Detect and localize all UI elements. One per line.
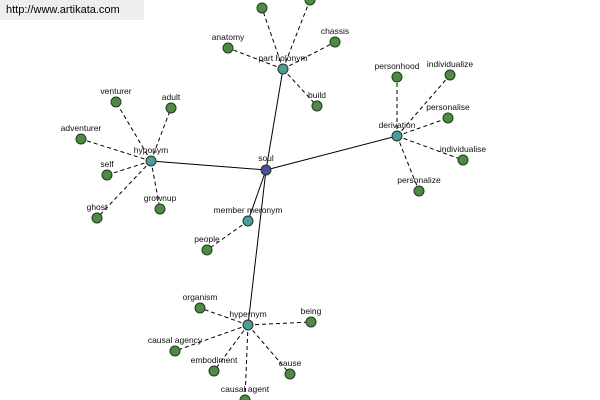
relation-label-derivation: derivation	[379, 120, 416, 130]
leaf-label-embodiment: embodiment	[191, 355, 238, 365]
leaf-label-cause: cause	[279, 358, 302, 368]
label-layer: anatomy chassis build part holonym personhoo…	[61, 26, 487, 394]
edge-part-holonym-unlabeled	[282, 0, 311, 70]
leaf-node-adventurer[interactable]	[75, 133, 87, 145]
leaf-node-personhood[interactable]	[391, 71, 403, 83]
leaf-label-personalise: personalise	[426, 102, 470, 112]
leaf-node-grownup[interactable]	[154, 203, 166, 215]
leaf-node-embodiment[interactable]	[208, 365, 220, 377]
edge-hyponym-ghost	[96, 160, 152, 219]
relation-node-member-meronym[interactable]	[242, 215, 254, 227]
leaf-label-organism: organism	[183, 292, 218, 302]
edge-hypernym-embodiment	[213, 324, 249, 372]
edge-member-meronym-people	[206, 220, 249, 251]
leaf-label-grownup: grownup	[144, 193, 177, 203]
site-url-label[interactable]: http://www.artikata.com	[0, 0, 144, 20]
leaf-label-anatomy: anatomy	[212, 32, 245, 42]
leaf-node-people[interactable]	[201, 244, 213, 256]
edge-hyponym-venturer	[115, 101, 152, 162]
leaf-label-causal-agency: causal agency	[148, 335, 203, 345]
leaf-label-individualize: individualize	[427, 59, 474, 69]
leaf-label-build: build	[308, 90, 326, 100]
leaf-node-being[interactable]	[305, 316, 317, 328]
leaf-label-self: self	[100, 159, 114, 169]
edge-part-holonym-build	[282, 68, 318, 107]
relation-node-derivation[interactable]	[391, 130, 403, 142]
relation-node-hyponym[interactable]	[145, 155, 157, 167]
leaf-label-individualise: individualise	[440, 144, 487, 154]
leaf-label-causal-agent: causal agent	[221, 384, 270, 394]
leaf-node-venturer[interactable]	[110, 96, 122, 108]
edge-part-holonym-unlabeled	[261, 7, 284, 70]
edge-hyponym-adventurer	[80, 138, 152, 162]
edge-derivation-personalise	[396, 117, 449, 137]
leaf-node-personalise[interactable]	[442, 112, 454, 124]
leaf-node-unlabeled[interactable]	[304, 0, 316, 6]
leaf-node-causal-agent[interactable]	[239, 394, 251, 400]
edge-hyponym-grownup	[150, 160, 161, 210]
leaf-node-build[interactable]	[311, 100, 323, 112]
leaf-node-unlabeled[interactable]	[256, 2, 268, 14]
leaf-node-adult[interactable]	[165, 102, 177, 114]
edge-soul-hypernym	[247, 169, 267, 326]
edge-hypernym-causal-agent	[244, 324, 249, 400]
edge-soul-part-holonym	[265, 68, 284, 171]
edge-hyponym-adult	[150, 107, 172, 162]
edge-hypernym-organism	[199, 307, 249, 326]
leaf-node-self[interactable]	[101, 169, 113, 181]
edge-hyponym-self	[106, 160, 152, 176]
leaf-node-organism[interactable]	[194, 302, 206, 314]
leaf-node-cause[interactable]	[284, 368, 296, 380]
relation-label-member-meronym: member meronym	[214, 205, 283, 215]
leaf-label-ghost: ghost	[87, 202, 108, 212]
leaf-node-individualise[interactable]	[457, 154, 469, 166]
edge-hypernym-causal-agency	[174, 324, 249, 352]
leaf-label-personalize: personalize	[397, 175, 441, 185]
edge-part-holonym-chassis	[282, 41, 336, 70]
leaf-node-ghost[interactable]	[91, 212, 103, 224]
leaf-label-being: being	[301, 306, 322, 316]
leaf-label-people: people	[194, 234, 220, 244]
relation-label-hyponym: hyponym	[134, 145, 169, 155]
leaf-node-causal-agency[interactable]	[169, 345, 181, 357]
relation-node-hypernym[interactable]	[242, 319, 254, 331]
edge-hypernym-cause	[247, 324, 291, 375]
relation-label-part-holonym: part holonym	[258, 53, 307, 63]
edge-soul-derivation	[265, 135, 398, 171]
leaf-node-anatomy[interactable]	[222, 42, 234, 54]
leaf-node-individualize[interactable]	[444, 69, 456, 81]
leaf-label-adventurer: adventurer	[61, 123, 102, 133]
leaf-label-adult: adult	[162, 92, 181, 102]
leaf-node-personalize[interactable]	[413, 185, 425, 197]
center-node-soul[interactable]	[260, 164, 272, 176]
relation-label-hypernym: hypernym	[229, 309, 266, 319]
relation-node-part-holonym[interactable]	[277, 63, 289, 75]
node-layer	[75, 0, 469, 400]
edge-layer	[80, 0, 464, 400]
center-label: soul	[258, 153, 274, 163]
edge-soul-member-meronym	[247, 169, 267, 222]
edge-soul-hyponym	[150, 160, 267, 171]
leaf-label-venturer: venturer	[100, 86, 131, 96]
edge-derivation-personalize	[396, 135, 420, 192]
edge-hypernym-being	[247, 321, 312, 326]
leaf-label-chassis: chassis	[321, 26, 349, 36]
edge-part-holonym-anatomy	[227, 47, 284, 70]
edge-derivation-individualise	[396, 135, 464, 161]
leaf-label-personhood: personhood	[375, 61, 420, 71]
leaf-node-chassis[interactable]	[329, 36, 341, 48]
